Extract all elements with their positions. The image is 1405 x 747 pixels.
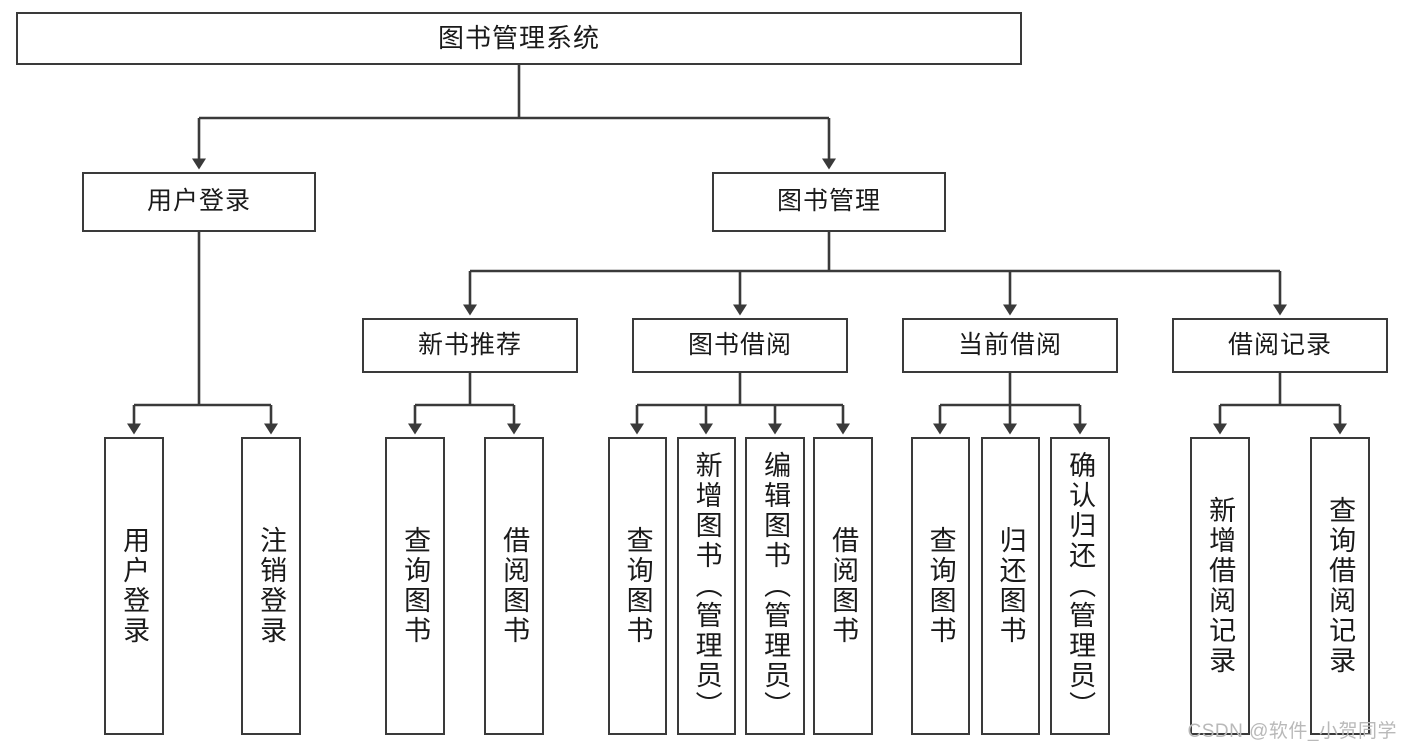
node-label: 新增借阅记录 — [1205, 496, 1236, 676]
node-label: 查询图书 — [622, 526, 653, 646]
node-label: 图书管理 — [776, 187, 881, 216]
node-label: 查询借阅记录 — [1325, 496, 1356, 676]
node-label: 编辑图书（管理员） — [760, 451, 791, 721]
node-leaf-4[interactable]: 查询图书 — [608, 437, 667, 735]
csdn-watermark: CSDN @软件_小贺同学 — [1187, 721, 1397, 742]
node-label: 查询图书 — [925, 526, 956, 646]
node-label: 新增图书（管理员） — [691, 451, 722, 721]
node-leaf-1[interactable]: 注销登录 — [241, 437, 301, 735]
node-label: 新书推荐 — [417, 330, 522, 359]
node-level3-1[interactable]: 图书借阅 — [632, 318, 848, 373]
node-leaf-7[interactable]: 借阅图书 — [813, 437, 873, 735]
node-leaf-5[interactable]: 新增图书（管理员） — [677, 437, 736, 735]
node-leaf-8[interactable]: 查询图书 — [911, 437, 970, 735]
node-label: 借阅图书 — [828, 526, 859, 646]
node-level3-2[interactable]: 当前借阅 — [902, 318, 1118, 373]
node-label: 用户登录 — [119, 526, 150, 646]
node-leaf-3[interactable]: 借阅图书 — [484, 437, 544, 735]
node-label: 图书管理系统 — [437, 23, 600, 54]
node-leaf-11[interactable]: 新增借阅记录 — [1190, 437, 1250, 735]
node-label: 用户登录 — [146, 187, 251, 216]
node-label: 归还图书 — [995, 526, 1026, 646]
node-label: 借阅图书 — [499, 526, 530, 646]
node-label: 确认归还（管理员） — [1065, 451, 1096, 721]
node-leaf-0[interactable]: 用户登录 — [104, 437, 164, 735]
node-level3-0[interactable]: 新书推荐 — [362, 318, 578, 373]
node-leaf-6[interactable]: 编辑图书（管理员） — [745, 437, 805, 735]
node-leaf-2[interactable]: 查询图书 — [385, 437, 445, 735]
node-leaf-10[interactable]: 确认归还（管理员） — [1050, 437, 1110, 735]
node-level3-3[interactable]: 借阅记录 — [1172, 318, 1388, 373]
node-label: 查询图书 — [400, 526, 431, 646]
node-leaf-12[interactable]: 查询借阅记录 — [1310, 437, 1370, 735]
node-label: 图书借阅 — [687, 330, 792, 359]
node-level2-1[interactable]: 图书管理 — [712, 172, 946, 232]
node-leaf-9[interactable]: 归还图书 — [981, 437, 1040, 735]
node-label: 当前借阅 — [957, 330, 1062, 359]
node-root[interactable]: 图书管理系统 — [16, 12, 1022, 65]
node-label: 注销登录 — [256, 526, 287, 646]
node-level2-0[interactable]: 用户登录 — [82, 172, 316, 232]
node-label: 借阅记录 — [1227, 330, 1332, 359]
